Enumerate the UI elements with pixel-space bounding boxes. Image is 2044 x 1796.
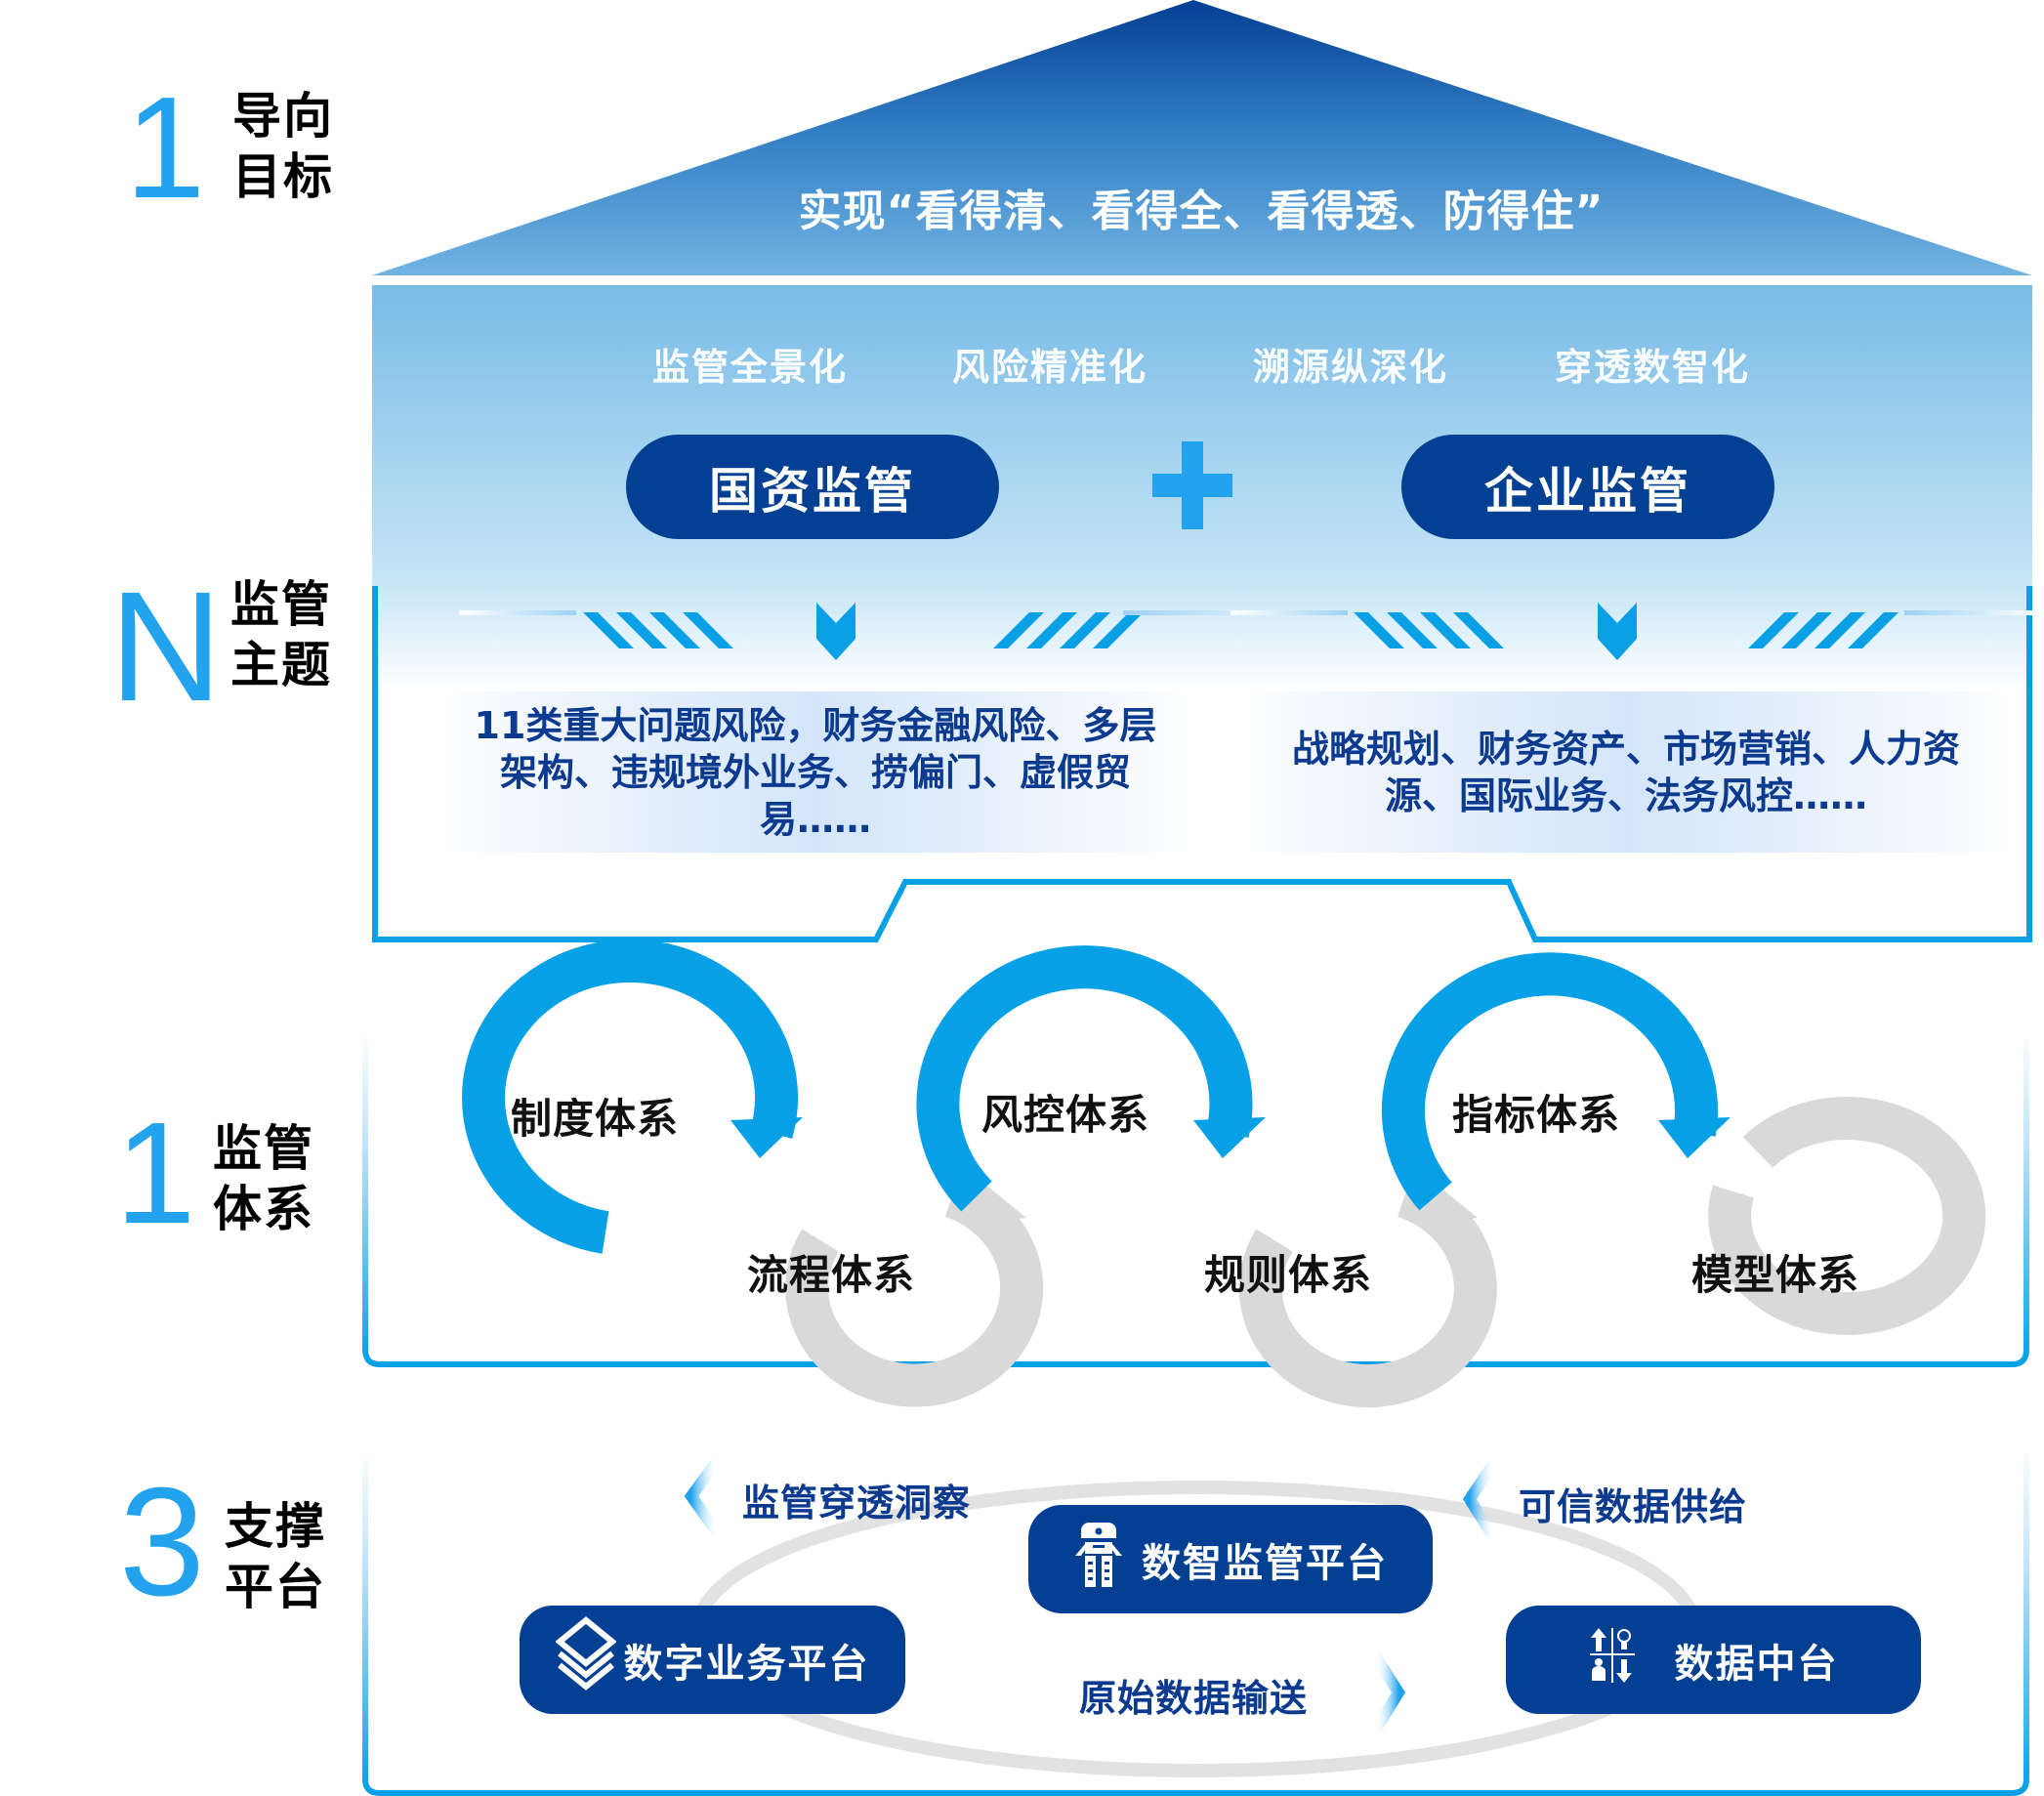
- down-arrow-icon: [816, 603, 855, 660]
- system-panel-border: [362, 1030, 2029, 1367]
- pillar-label: 监管全景化: [651, 346, 848, 389]
- down-arrow-icon: [1598, 603, 1637, 660]
- system-item-bottom: 流程体系: [747, 1251, 916, 1299]
- section-label-line: 监管: [230, 576, 332, 633]
- section-label-line: 体系: [213, 1181, 314, 1237]
- section-number-system: 1: [115, 1093, 196, 1254]
- themes-panel-border: [372, 586, 2032, 942]
- slash-decoration-right-b: [1748, 612, 1898, 648]
- cycle-arc-blue: [916, 945, 1253, 1212]
- system-item-top: 制度体系: [511, 1095, 680, 1143]
- section-label-line: 主题: [230, 637, 332, 693]
- platform-label: 数据中台: [1674, 1641, 1839, 1687]
- system-item-bottom: 规则体系: [1204, 1251, 1373, 1299]
- chevron-left-icon: [684, 1456, 723, 1537]
- slash-decoration-left-a: [583, 612, 733, 648]
- system-item-top: 风控体系: [981, 1091, 1150, 1139]
- cycle-arc-blue: [1381, 952, 1718, 1211]
- data-middle-platform: 数据中台: [1506, 1606, 1921, 1714]
- plus-icon: [1152, 441, 1232, 529]
- arrow-head-blue: [1658, 1117, 1731, 1158]
- section-number-platform: 3: [119, 1456, 205, 1628]
- section-label-line: 监管: [213, 1120, 314, 1177]
- enterprise-supervision-topics: 战略规划、财务资产、市场营销、人力资源、国际业务、法务风控……: [1231, 691, 2022, 853]
- section-number-themes: N: [109, 559, 223, 733]
- platform-label: 数智监管平台: [1142, 1540, 1388, 1586]
- cycle-diagram: [462, 939, 1986, 1408]
- enterprise-supervision-pill: 企业监管: [1401, 435, 1774, 539]
- section-number-goal: 1: [125, 67, 206, 229]
- system-item-top: 指标体系: [1452, 1091, 1621, 1139]
- divider-line: [459, 610, 576, 615]
- cycle-arc-gray: [785, 1176, 1044, 1407]
- robot-icon: [1073, 1521, 1124, 1599]
- platform-panel-border: [362, 1445, 2029, 1796]
- state-supervision-topics: 11类重大问题风险，财务金融风险、多层架构、违规境外业务、捞偏门、虚假贸易……: [430, 691, 1201, 853]
- arrow-head-blue: [1193, 1117, 1266, 1158]
- slash-decoration-right-a: [1354, 612, 1504, 648]
- chevron-right-icon: [1369, 1651, 1406, 1734]
- cycle-arc-gray: [1708, 1097, 1986, 1335]
- section-label-platform: 支撑 平台: [225, 1496, 326, 1617]
- roof: [372, 0, 2032, 275]
- pillar-label: 穿透数智化: [1554, 346, 1750, 389]
- section-label-line: 平台: [225, 1559, 326, 1615]
- state-supervision-pill: 国资监管: [626, 435, 999, 539]
- system-item-bottom: 模型体系: [1691, 1251, 1860, 1299]
- flow-label-data-supply: 可信数据供给: [1519, 1485, 1748, 1528]
- chevron-left-icon: [1462, 1459, 1500, 1542]
- smart-supervision-platform: 数智监管平台: [1028, 1505, 1433, 1613]
- section-label-line: 支撑: [225, 1498, 326, 1555]
- pillar-label: 风险精准化: [951, 346, 1147, 389]
- section-label-line: 导向: [232, 88, 334, 145]
- pillar-label: 溯源纵深化: [1252, 346, 1448, 389]
- slash-decoration-left-b: [993, 612, 1144, 648]
- section-label-line: 目标: [232, 148, 334, 205]
- cycle-arc-gray: [1238, 1176, 1497, 1408]
- digital-business-platform: 数字业务平台: [520, 1606, 905, 1714]
- section-label-themes: 监管 主题: [230, 574, 332, 695]
- arrow-head-gray: [970, 1184, 1026, 1225]
- section-label-goal: 导向 目标: [232, 86, 334, 207]
- arrow-head-blue: [730, 1117, 803, 1158]
- section-label-system: 监管 体系: [213, 1118, 314, 1239]
- flow-label-raw-data: 原始数据输送: [1079, 1677, 1309, 1720]
- data-exchange-icon: [1589, 1626, 1636, 1694]
- cycle-arc-blue: [462, 939, 799, 1254]
- goal-title: 实现“看得清、看得全、看得透、防得住”: [798, 187, 1605, 236]
- layers-icon: [554, 1615, 617, 1704]
- flow-label-insight: 监管穿透洞察: [742, 1482, 972, 1525]
- divider-line: [1231, 610, 1348, 615]
- platform-label: 数字业务平台: [623, 1641, 870, 1687]
- divider-line: [1904, 610, 2041, 615]
